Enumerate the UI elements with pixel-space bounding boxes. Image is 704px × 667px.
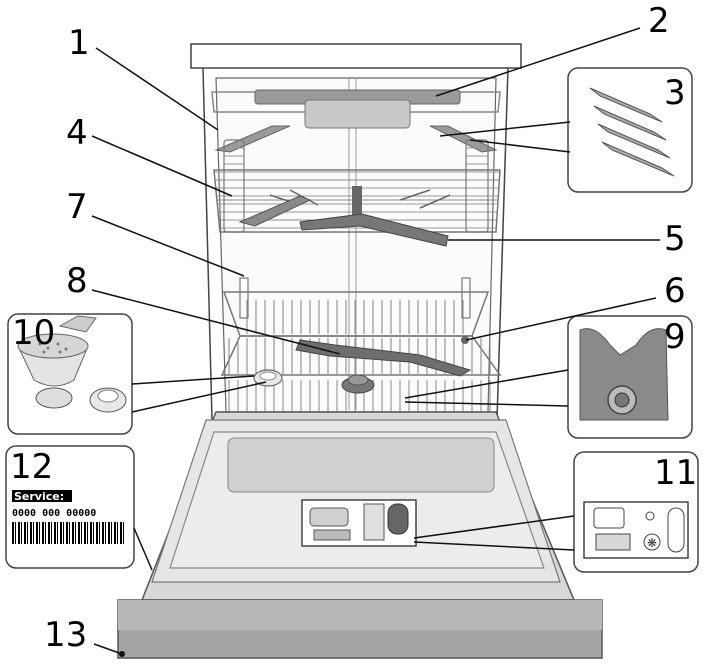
svg-text:❋: ❋ <box>647 536 657 550</box>
callout-11: 11 <box>654 453 697 493</box>
callout-2: 2 <box>648 1 670 41</box>
inset-rating-plate: Service: 0000 000 00000 <box>5 445 135 569</box>
callout-12: 12 <box>10 447 53 487</box>
worktop <box>190 43 522 69</box>
barcode <box>12 522 126 544</box>
upper-spray-arm <box>238 186 449 247</box>
plinth-marker <box>119 651 125 657</box>
cutlery-drawer <box>211 89 501 153</box>
inset-salt-container <box>7 313 133 435</box>
inset-filter <box>567 315 693 439</box>
callout-7: 7 <box>66 187 88 227</box>
inset-dispenser: ❋ <box>573 451 699 573</box>
inset-cutlery-drawer <box>567 67 693 193</box>
callout-1: 1 <box>68 23 90 63</box>
service-label: Service: <box>14 490 64 503</box>
filter-system <box>341 374 375 394</box>
door <box>117 411 603 659</box>
callout-6: 6 <box>664 271 686 311</box>
callout-4: 4 <box>66 113 88 153</box>
callout-13: 13 <box>44 615 87 655</box>
callout-5: 5 <box>664 219 686 259</box>
callout-9: 9 <box>664 317 686 357</box>
leader-lines <box>91 27 660 655</box>
detergent-dispenser <box>301 499 417 547</box>
callout-numbers: 1 2 3 4 5 6 7 8 9 10 11 12 13 <box>10 1 697 655</box>
lower-spray-arm <box>295 339 472 377</box>
callout-8: 8 <box>66 261 88 301</box>
callout-10: 10 <box>12 313 55 353</box>
callout-3: 3 <box>664 73 686 113</box>
serial-number: 0000 000 00000 <box>12 508 96 519</box>
salt-container <box>253 369 283 387</box>
